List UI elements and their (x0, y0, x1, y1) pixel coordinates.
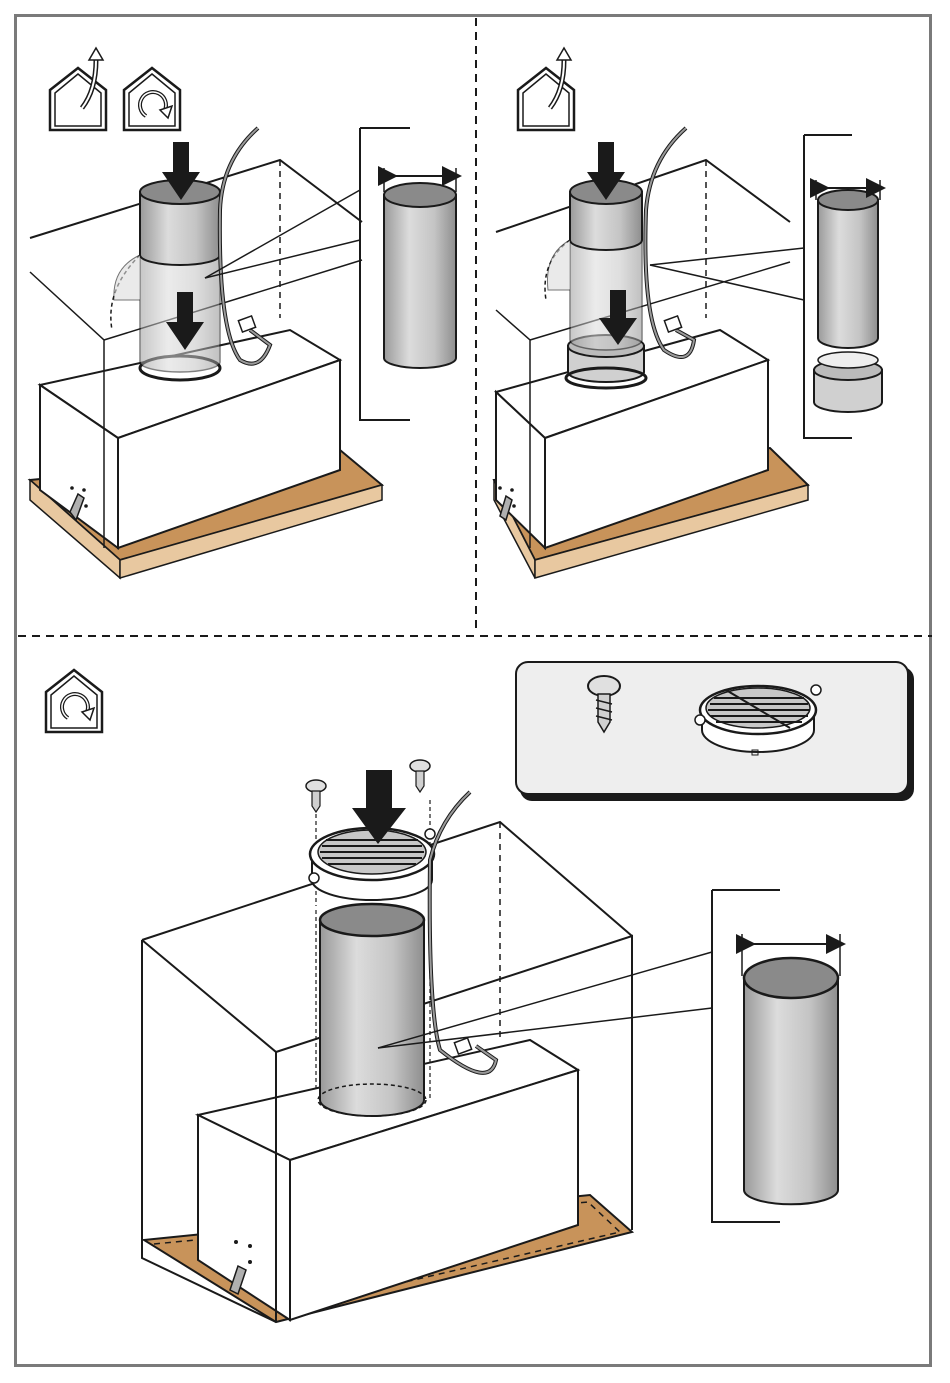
panel-recirculation (46, 662, 914, 1322)
panel-ducted (30, 48, 456, 578)
ducted-exhaust-icon (50, 48, 106, 130)
panel-ducted-adapter (494, 48, 882, 578)
ducted-exhaust-icon (518, 48, 574, 130)
screw-right (410, 760, 430, 792)
cable-connector (238, 316, 255, 332)
screw-left (306, 780, 326, 812)
deflector-grille-icon (695, 685, 821, 755)
extension-duct (111, 180, 220, 372)
recirculation-icon (124, 68, 180, 130)
cable-connector (454, 1038, 471, 1054)
parts-box (516, 662, 914, 801)
deflector-grille (309, 828, 435, 900)
recirculation-icon (46, 670, 102, 732)
